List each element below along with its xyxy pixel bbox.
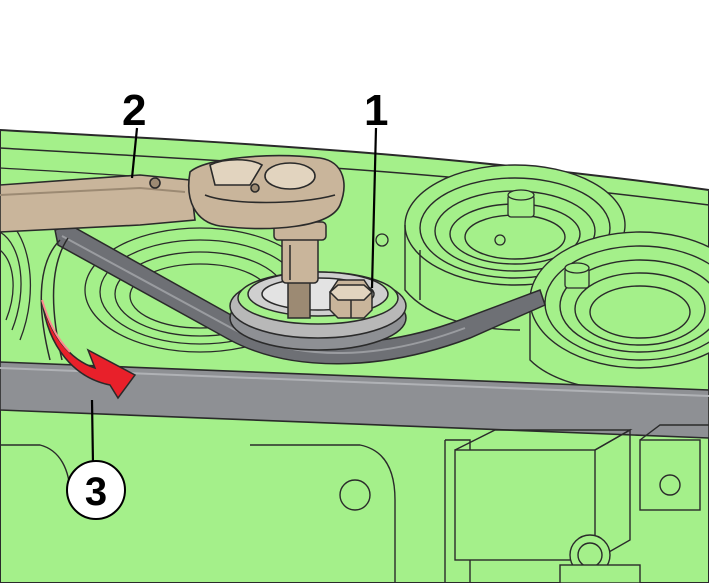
leader-line-3 — [90, 399, 95, 466]
callout-label-3: 3 — [85, 470, 107, 514]
callout-circle-3 — [66, 460, 126, 520]
engine-bolts — [375, 189, 590, 289]
ratchet-wrench — [0, 154, 345, 233]
tensioner-pulley — [229, 271, 407, 351]
leader-line-1 — [370, 127, 378, 289]
callout-label-1: 1 — [364, 86, 388, 135]
callout-label-2: 2 — [122, 86, 146, 135]
curved-arrow-icon — [41, 299, 137, 400]
leader-line-2 — [130, 127, 139, 179]
lower-engine-details — [0, 424, 709, 583]
tensioner-bolt — [328, 279, 374, 319]
